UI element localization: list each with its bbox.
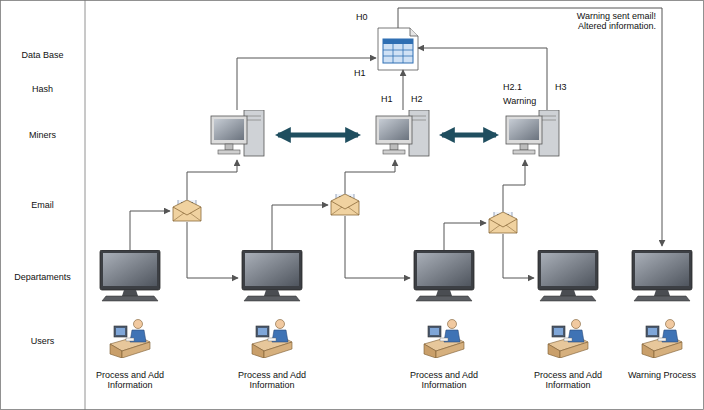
row-label: Departaments [0, 272, 85, 282]
hash-arrow [237, 58, 376, 110]
row-label: Data Base [0, 50, 85, 60]
hash-label: H3 [555, 82, 567, 92]
user-icon [110, 320, 150, 359]
department-computer [632, 250, 692, 301]
miner-computer [506, 110, 559, 156]
user-icon [424, 320, 464, 359]
row-label: Users [0, 336, 85, 346]
user-caption: Warning Process [622, 370, 702, 380]
edge-label: Warning sent email! Altered information. [558, 11, 656, 32]
email-envelope [331, 193, 359, 215]
miner-computer [376, 110, 429, 156]
column-divider [85, 0, 86, 410]
warning-connector [398, 8, 662, 246]
hash-label: H2 [411, 94, 423, 104]
department-computer [242, 250, 302, 301]
department-user-node: Process and Add Information [526, 246, 610, 394]
user-caption: Process and Add Information [230, 370, 314, 391]
department-user-node: Process and Add Information [402, 246, 486, 394]
department-computer [414, 250, 474, 301]
miner-computer [211, 110, 264, 156]
user-icon [548, 320, 588, 359]
hash-label: Warning [503, 96, 536, 106]
email-envelope [489, 211, 517, 233]
department-user-node: Process and Add Information [230, 246, 314, 394]
miner-node: H2.1WarningH3 [505, 110, 561, 158]
user-caption: Process and Add Information [88, 370, 172, 391]
miner-node: H1H2 [375, 110, 431, 158]
hash-connector [418, 48, 547, 110]
user-icon [642, 320, 682, 359]
hash-label: H1 [354, 68, 366, 78]
user-caption: Process and Add Information [402, 370, 486, 391]
peer-arrow [442, 133, 496, 138]
email-envelope [173, 199, 201, 221]
hash-label: H1 [381, 94, 393, 104]
department-computer [538, 250, 598, 301]
hash-label: H2.1 [503, 82, 522, 92]
row-label: Hash [0, 84, 85, 94]
department-computer [100, 250, 160, 301]
user-caption: Process and Add Information [526, 370, 610, 391]
peer-arrow [278, 133, 358, 138]
row-label: Miners [0, 130, 85, 140]
database-icon [378, 28, 418, 70]
row-label: Email [0, 200, 85, 210]
hash-connector [403, 70, 404, 110]
user-icon [252, 320, 292, 359]
database-node: H0H1 [378, 28, 418, 70]
hash-label: H0 [356, 12, 368, 22]
department-user-node: Process and Add Information [88, 246, 172, 394]
department-user-node: Warning Process [622, 246, 702, 384]
